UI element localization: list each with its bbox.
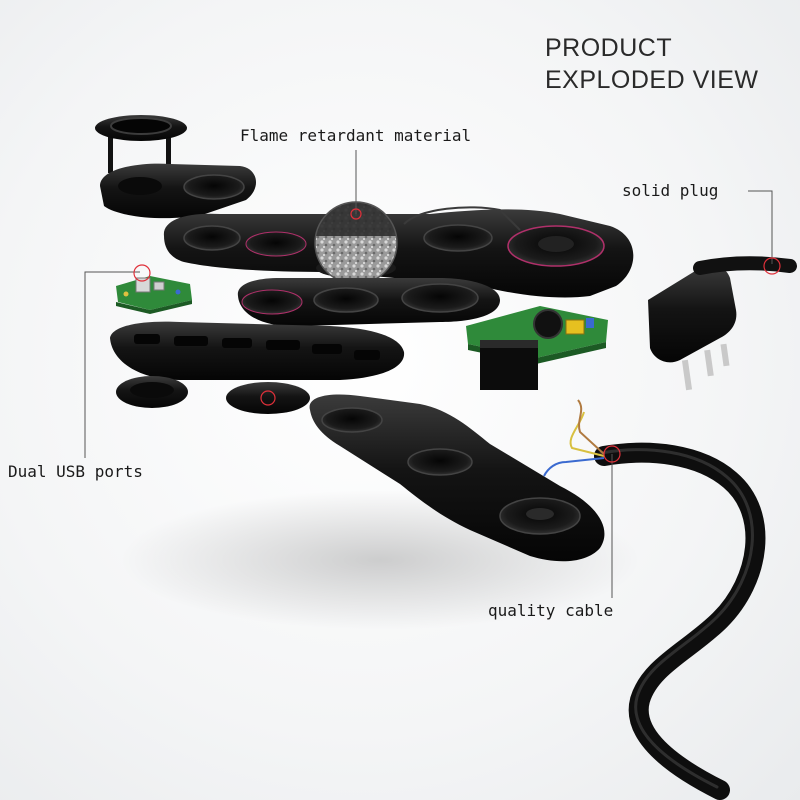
inner-frame-part — [110, 321, 405, 414]
top-cap-part — [95, 115, 187, 175]
callout-quality-cable: quality cable — [488, 601, 614, 620]
callout-dual-usb: Dual USB ports — [8, 462, 143, 481]
solid-plug — [648, 256, 797, 391]
middle-socket-layer — [237, 278, 501, 327]
quality-cable — [543, 399, 766, 800]
callout-flame-retardant: Flame retardant material — [240, 126, 472, 145]
base-housing-part — [309, 394, 605, 562]
switch-circuit-board — [466, 306, 608, 390]
flame-retardant-disc — [314, 201, 398, 285]
heading-product: PRODUCT — [545, 34, 673, 62]
callout-lines — [84, 150, 773, 598]
callout-markers — [133, 208, 781, 463]
upper-cover-main-part — [163, 206, 634, 298]
heading-exploded-view: EXPLODED VIEW — [545, 66, 759, 94]
upper-cover-left-part — [100, 163, 257, 219]
callout-solid-plug: solid plug — [622, 181, 719, 200]
usb-circuit-board — [116, 276, 192, 314]
